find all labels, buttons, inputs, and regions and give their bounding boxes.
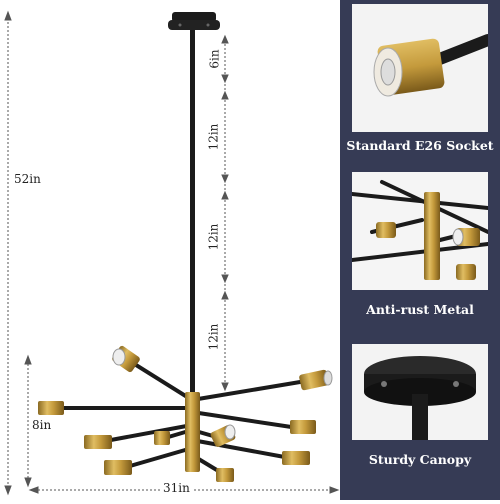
feature-label-canopy: Sturdy Canopy	[368, 452, 472, 467]
feature-label-metal: Anti-rust Metal	[366, 302, 474, 317]
dimension-lines	[4, 10, 340, 496]
socket-closeup-image	[352, 4, 488, 132]
chandelier-illustration	[4, 10, 340, 496]
feature-canopy-photo	[352, 344, 488, 440]
down-rod	[190, 30, 195, 398]
canopy-drop-label: 6in	[207, 49, 222, 69]
fixture-height-label: 8in	[32, 418, 52, 432]
center-column	[185, 392, 200, 472]
fixture-width-label: 31in	[160, 481, 193, 495]
rod-segment-1-label: 12in	[206, 123, 221, 151]
rod-segment-3-label: 12in	[206, 323, 221, 351]
canopy	[168, 12, 220, 30]
total-height-label: 52in	[14, 172, 41, 186]
canopy-closeup-image	[352, 344, 488, 440]
chandelier-dimension-view: 52in 6in 12in 12in 12in 8in 31in	[4, 10, 340, 496]
rod-segment-2-label: 12in	[206, 223, 221, 251]
feature-label-socket: Standard E26 Socket	[346, 138, 494, 153]
feature-panel: Standard E26 Socket Anti-rust Metal	[340, 0, 500, 500]
feature-metal-photo	[352, 172, 488, 290]
metal-closeup-image	[352, 172, 488, 290]
feature-socket-photo	[352, 4, 488, 132]
brass-sockets	[38, 345, 333, 482]
fixture-arms	[58, 358, 314, 477]
